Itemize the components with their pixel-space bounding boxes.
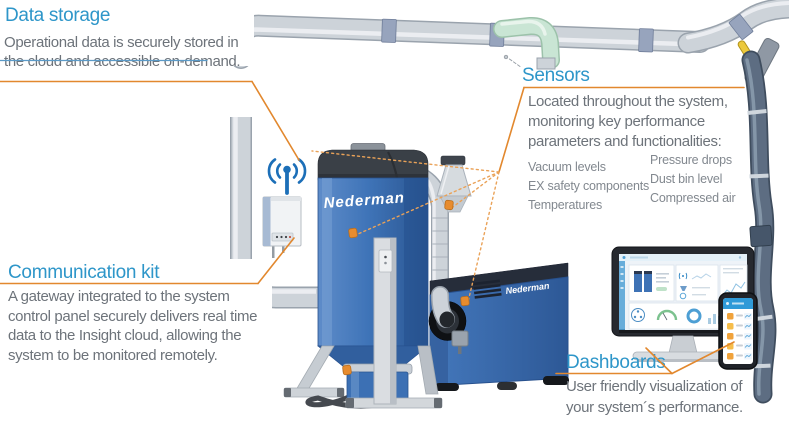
wifi-signal-icon [267, 158, 307, 195]
callout-data-storage: Data storage Operational data is securel… [0, 0, 254, 70]
control-panel-box [262, 196, 302, 258]
extraction-hose [741, 50, 777, 404]
sensors-text: Located throughout the system, monitorin… [528, 92, 752, 152]
donut-chart [686, 308, 702, 324]
phone-list-rows [727, 313, 752, 360]
phone-notch [731, 294, 745, 298]
hose-band [753, 314, 773, 322]
duct-connector-band [728, 14, 754, 40]
fan-foot [435, 383, 459, 391]
text-line: control panel securely delivers real tim… [8, 307, 258, 325]
dust-collector: Nederman [283, 143, 443, 409]
fan-foot [543, 376, 569, 385]
text-line: Operational data is securely stored in [4, 34, 239, 51]
communication-kit-title: Communication kit [8, 262, 160, 283]
green-flex-elbow [493, 16, 560, 70]
collector-foot [283, 387, 345, 398]
gauge-arc [656, 309, 678, 321]
sensor-parameter: Vacuum levels [528, 160, 606, 174]
dashboards-text: User friendly visualization of your syst… [566, 377, 789, 418]
dashboards-title: Dashboards [566, 352, 666, 373]
dashboard-card-status [675, 264, 719, 302]
hose-band [749, 173, 769, 179]
sensor-parameter: Pressure drops [650, 153, 732, 167]
sensor-parameter-list-right: Pressure drops Dust bin level Compressed… [650, 151, 736, 208]
hose-coupler [749, 224, 773, 248]
fan-unit: Nederman [428, 262, 569, 391]
collector-leg [417, 345, 439, 395]
inlet-duct [229, 14, 711, 69]
callout-dashboards: Dashboards User friendly visualization o… [564, 352, 789, 418]
callout-communication-kit: Communication kit A gateway integrated t… [0, 259, 272, 367]
fan-junction-box [451, 330, 469, 347]
sensor-parameter: Temperatures [528, 198, 603, 212]
dashboard-sidebar [619, 261, 625, 331]
collector-leg [295, 345, 335, 391]
text-line: parameters and functionalities: [528, 133, 722, 150]
text-line: data to the Insight cloud, allowing the [8, 327, 242, 344]
sensor-parameter: Compressed air [650, 191, 736, 205]
sensor-parameter: EX safety components [528, 179, 650, 193]
duct-connector-band [638, 28, 654, 53]
hose-band [747, 109, 767, 115]
text-line: A gateway integrated to the system [8, 288, 230, 305]
separator-cap [440, 155, 466, 166]
duct-connector-band [381, 18, 397, 43]
text-line: Located throughout the system, [528, 93, 728, 110]
data-storage-title: Data storage [5, 5, 111, 26]
data-storage-text: Operational data is securely stored in t… [4, 33, 254, 71]
text-line: monitoring key performance [528, 113, 705, 130]
sensor-parameter: Dust bin level [650, 172, 723, 186]
text-line: the cloud and accessible on-demand. [4, 53, 241, 70]
communication-kit-text: A gateway integrated to the system contr… [8, 287, 272, 365]
callout-sensors: Sensors Located throughout the system, m… [522, 65, 752, 212]
text-line: system to be monitored remotely. [8, 346, 218, 364]
sensor-parameter-list-left: Vacuum levels EX safety components Tempe… [528, 158, 649, 215]
monitor-stand-neck [668, 335, 698, 354]
sensors-title: Sensors [522, 65, 590, 86]
column-latch [378, 249, 393, 273]
fan-foot [497, 382, 517, 390]
text-line: your system´s performance. [566, 398, 743, 416]
text-line: User friendly visualization of [566, 378, 743, 395]
